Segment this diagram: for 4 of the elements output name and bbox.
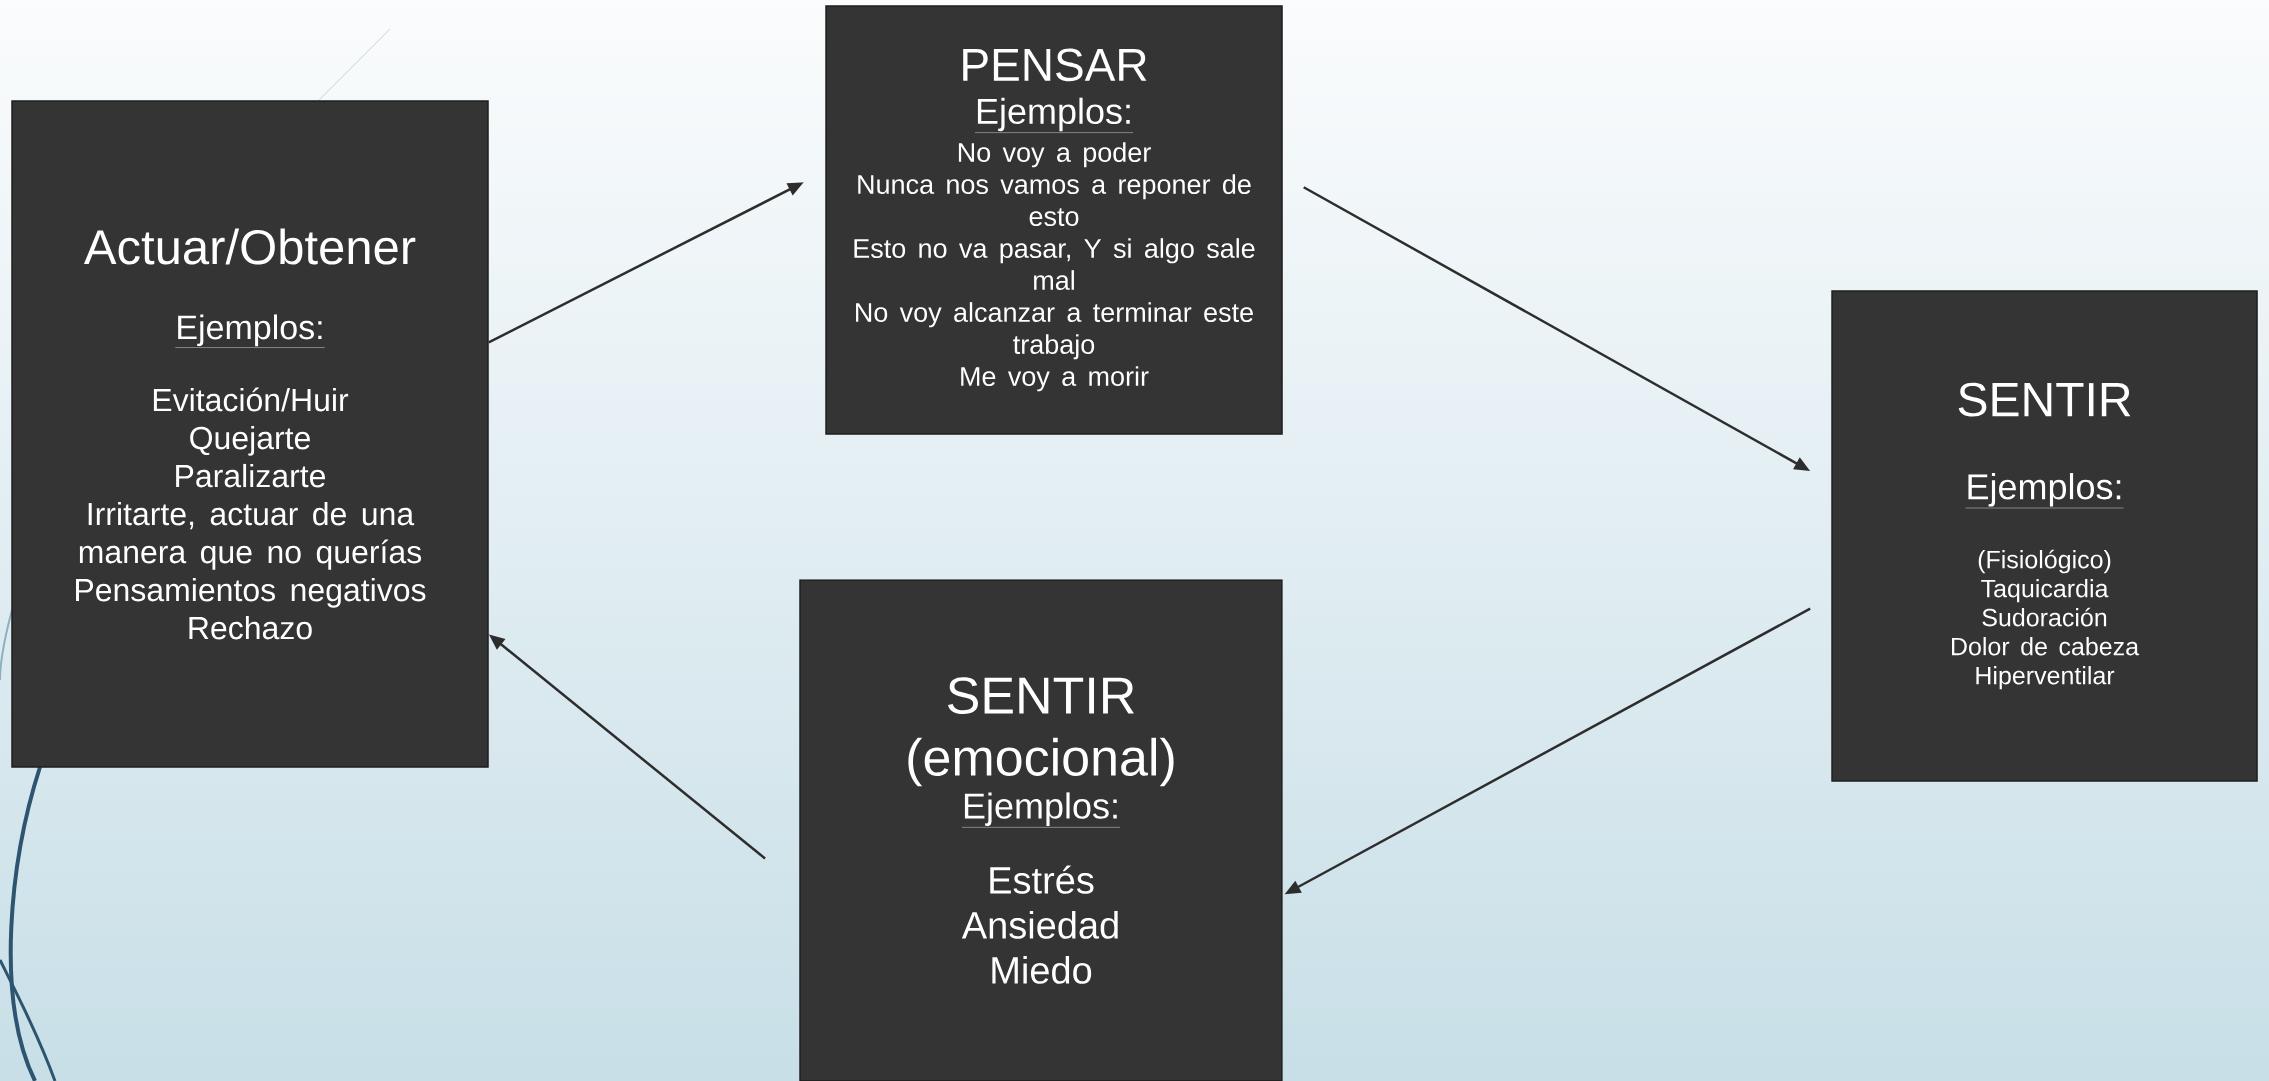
process-box: SENTIR Ejemplos: (Fisiológico) Taquicardia Sudoración Dolor de cabeza Hiperventilar	[1831, 290, 2258, 782]
process-box: Actuar/Obtener Ejemplos: Evitación/Huir Quejarte Paralizarte Irritarte, actuar de una manera que no querías Pensamientos negativos Rechazo	[11, 100, 489, 768]
process-box: SENTIR (emocional) Ejemplos: Estrés Ansiedad Miedo	[799, 579, 1283, 1081]
process-box: PENSAR Ejemplos: No voy a poder Nunca nos vamos a reponer de esto Esto no va pasar, Y si algo sale mal No voy alcanzar a terminar este trabajo Me voy a morir	[825, 5, 1283, 435]
